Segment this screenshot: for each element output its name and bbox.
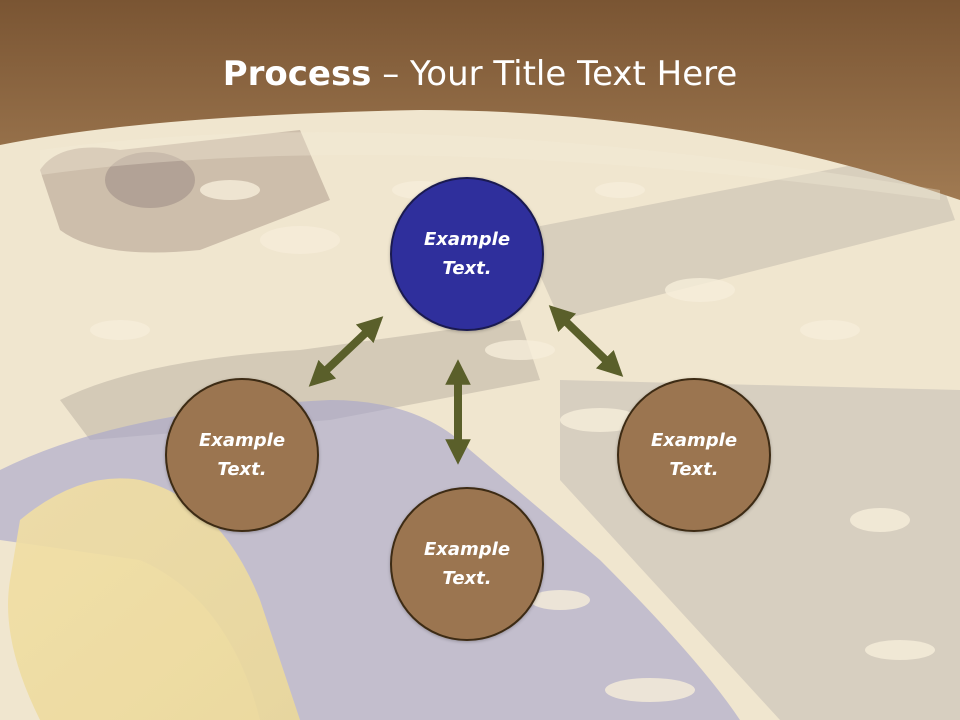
node-left: Example Text. xyxy=(165,378,319,532)
node-top-label: Example Text. xyxy=(423,229,511,279)
node-top: Example Text. xyxy=(390,177,544,331)
node-bottom-label: Example Text. xyxy=(423,539,511,589)
slide-title-rest: – Your Title Text Here xyxy=(371,54,738,94)
arrow-top-left xyxy=(308,316,384,387)
node-right-label: Example Text. xyxy=(650,430,738,480)
arrow-top-right xyxy=(548,305,624,377)
node-bottom: Example Text. xyxy=(390,487,544,641)
slide-title-bold: Process xyxy=(222,54,372,94)
node-right: Example Text. xyxy=(617,378,771,532)
node-left-label: Example Text. xyxy=(198,430,286,480)
slide-title: Process – Your Title Text Here xyxy=(0,52,960,96)
